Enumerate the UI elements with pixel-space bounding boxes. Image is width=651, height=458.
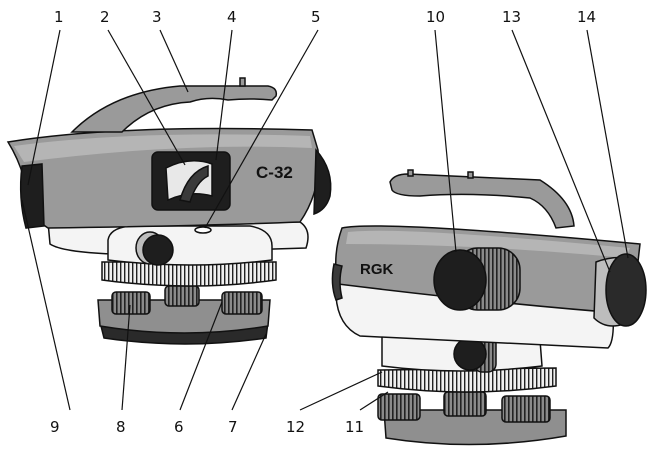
model-label-right: RGK <box>360 261 394 278</box>
callout-4: 4 <box>227 8 237 26</box>
objective-lens <box>605 253 647 327</box>
sight-mirror-arc <box>179 164 209 203</box>
leveling-screw-right <box>501 395 551 423</box>
leveling-screw-left <box>377 393 421 421</box>
objective-lens-left <box>19 163 45 229</box>
callout-9: 9 <box>50 418 60 436</box>
callout-8: 8 <box>116 418 126 436</box>
eyepiece-right <box>313 148 332 216</box>
leveling-screw-left <box>111 291 151 315</box>
focus-knob-cap <box>433 249 487 311</box>
right-level-instrument: RGK <box>331 169 647 446</box>
callout-10: 10 <box>426 8 445 26</box>
model-label-left: C-32 <box>256 163 293 182</box>
carry-handle <box>70 85 278 133</box>
graduated-circle <box>101 261 277 287</box>
callout-13: 13 <box>502 8 521 26</box>
callout-14: 14 <box>577 8 596 26</box>
focus-knob-lower-cap <box>453 337 487 371</box>
leader-lines <box>21 29 629 411</box>
body-top-highlight <box>14 134 312 162</box>
callout-12: 12 <box>286 418 305 436</box>
callout-11: 11 <box>345 418 364 436</box>
callout-1: 1 <box>54 8 64 26</box>
handle-clip <box>239 77 246 87</box>
handle-clip <box>407 169 414 177</box>
body-top-highlight <box>346 230 630 258</box>
callout-5: 5 <box>311 8 321 26</box>
callout-3: 3 <box>152 8 162 26</box>
focus-knob <box>142 234 174 266</box>
leveling-screw-center <box>164 285 200 307</box>
callout-numbers-top: 1 2 3 4 5 10 13 14 <box>54 8 596 26</box>
callout-2: 2 <box>100 8 110 26</box>
leveling-screw-center <box>443 391 487 417</box>
left-level-instrument: C-32 <box>6 77 332 345</box>
callout-7: 7 <box>228 418 238 436</box>
callout-6: 6 <box>174 418 184 436</box>
carry-handle <box>389 173 575 229</box>
handle-clip <box>467 171 474 179</box>
pedestal <box>107 225 273 266</box>
body-side-end <box>331 263 343 301</box>
graduated-circle <box>377 367 557 393</box>
leveling-screw-right <box>221 291 263 315</box>
callout-numbers-bottom: 9 8 6 7 12 11 <box>50 418 364 436</box>
bubble-level <box>194 226 212 234</box>
